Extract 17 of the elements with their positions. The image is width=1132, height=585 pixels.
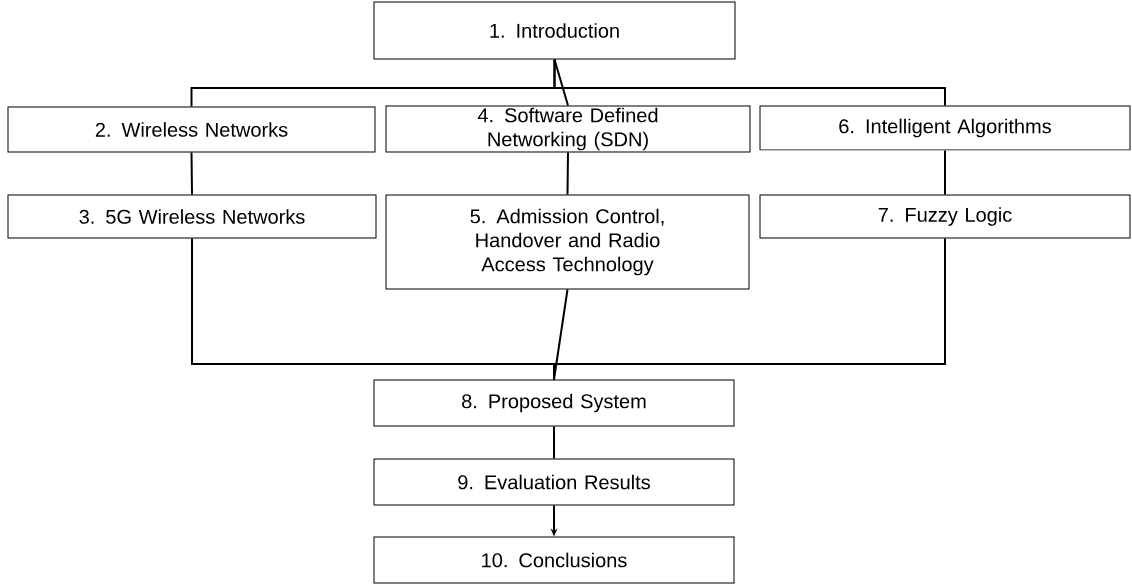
connector-line — [566, 151, 569, 196]
connector-line — [553, 425, 555, 460]
connector-line — [190, 151, 193, 196]
connector-line — [944, 149, 946, 196]
connector-line — [553, 58, 946, 107]
section-box: 10. Conclusions — [373, 536, 735, 584]
section-box: 2. Wireless Networks — [7, 106, 376, 153]
section-box: 9. Evaluation Results — [373, 458, 735, 506]
section-box: 3. 5G Wireless Networks — [7, 194, 377, 239]
section-box: 7. Fuzzy Logic — [759, 194, 1131, 239]
section-box: 4. Software Defined Networking (SDN) — [385, 105, 751, 153]
connector-line — [553, 237, 946, 381]
section-box: 6. Intelligent Algorithms — [759, 105, 1131, 151]
section-box: 1. Introduction — [373, 1, 736, 60]
section-box: 5. Admission Control, Handover and Radio Access Technology — [385, 194, 750, 290]
connector-line — [553, 58, 569, 107]
section-box: 8. Proposed System — [373, 379, 735, 427]
